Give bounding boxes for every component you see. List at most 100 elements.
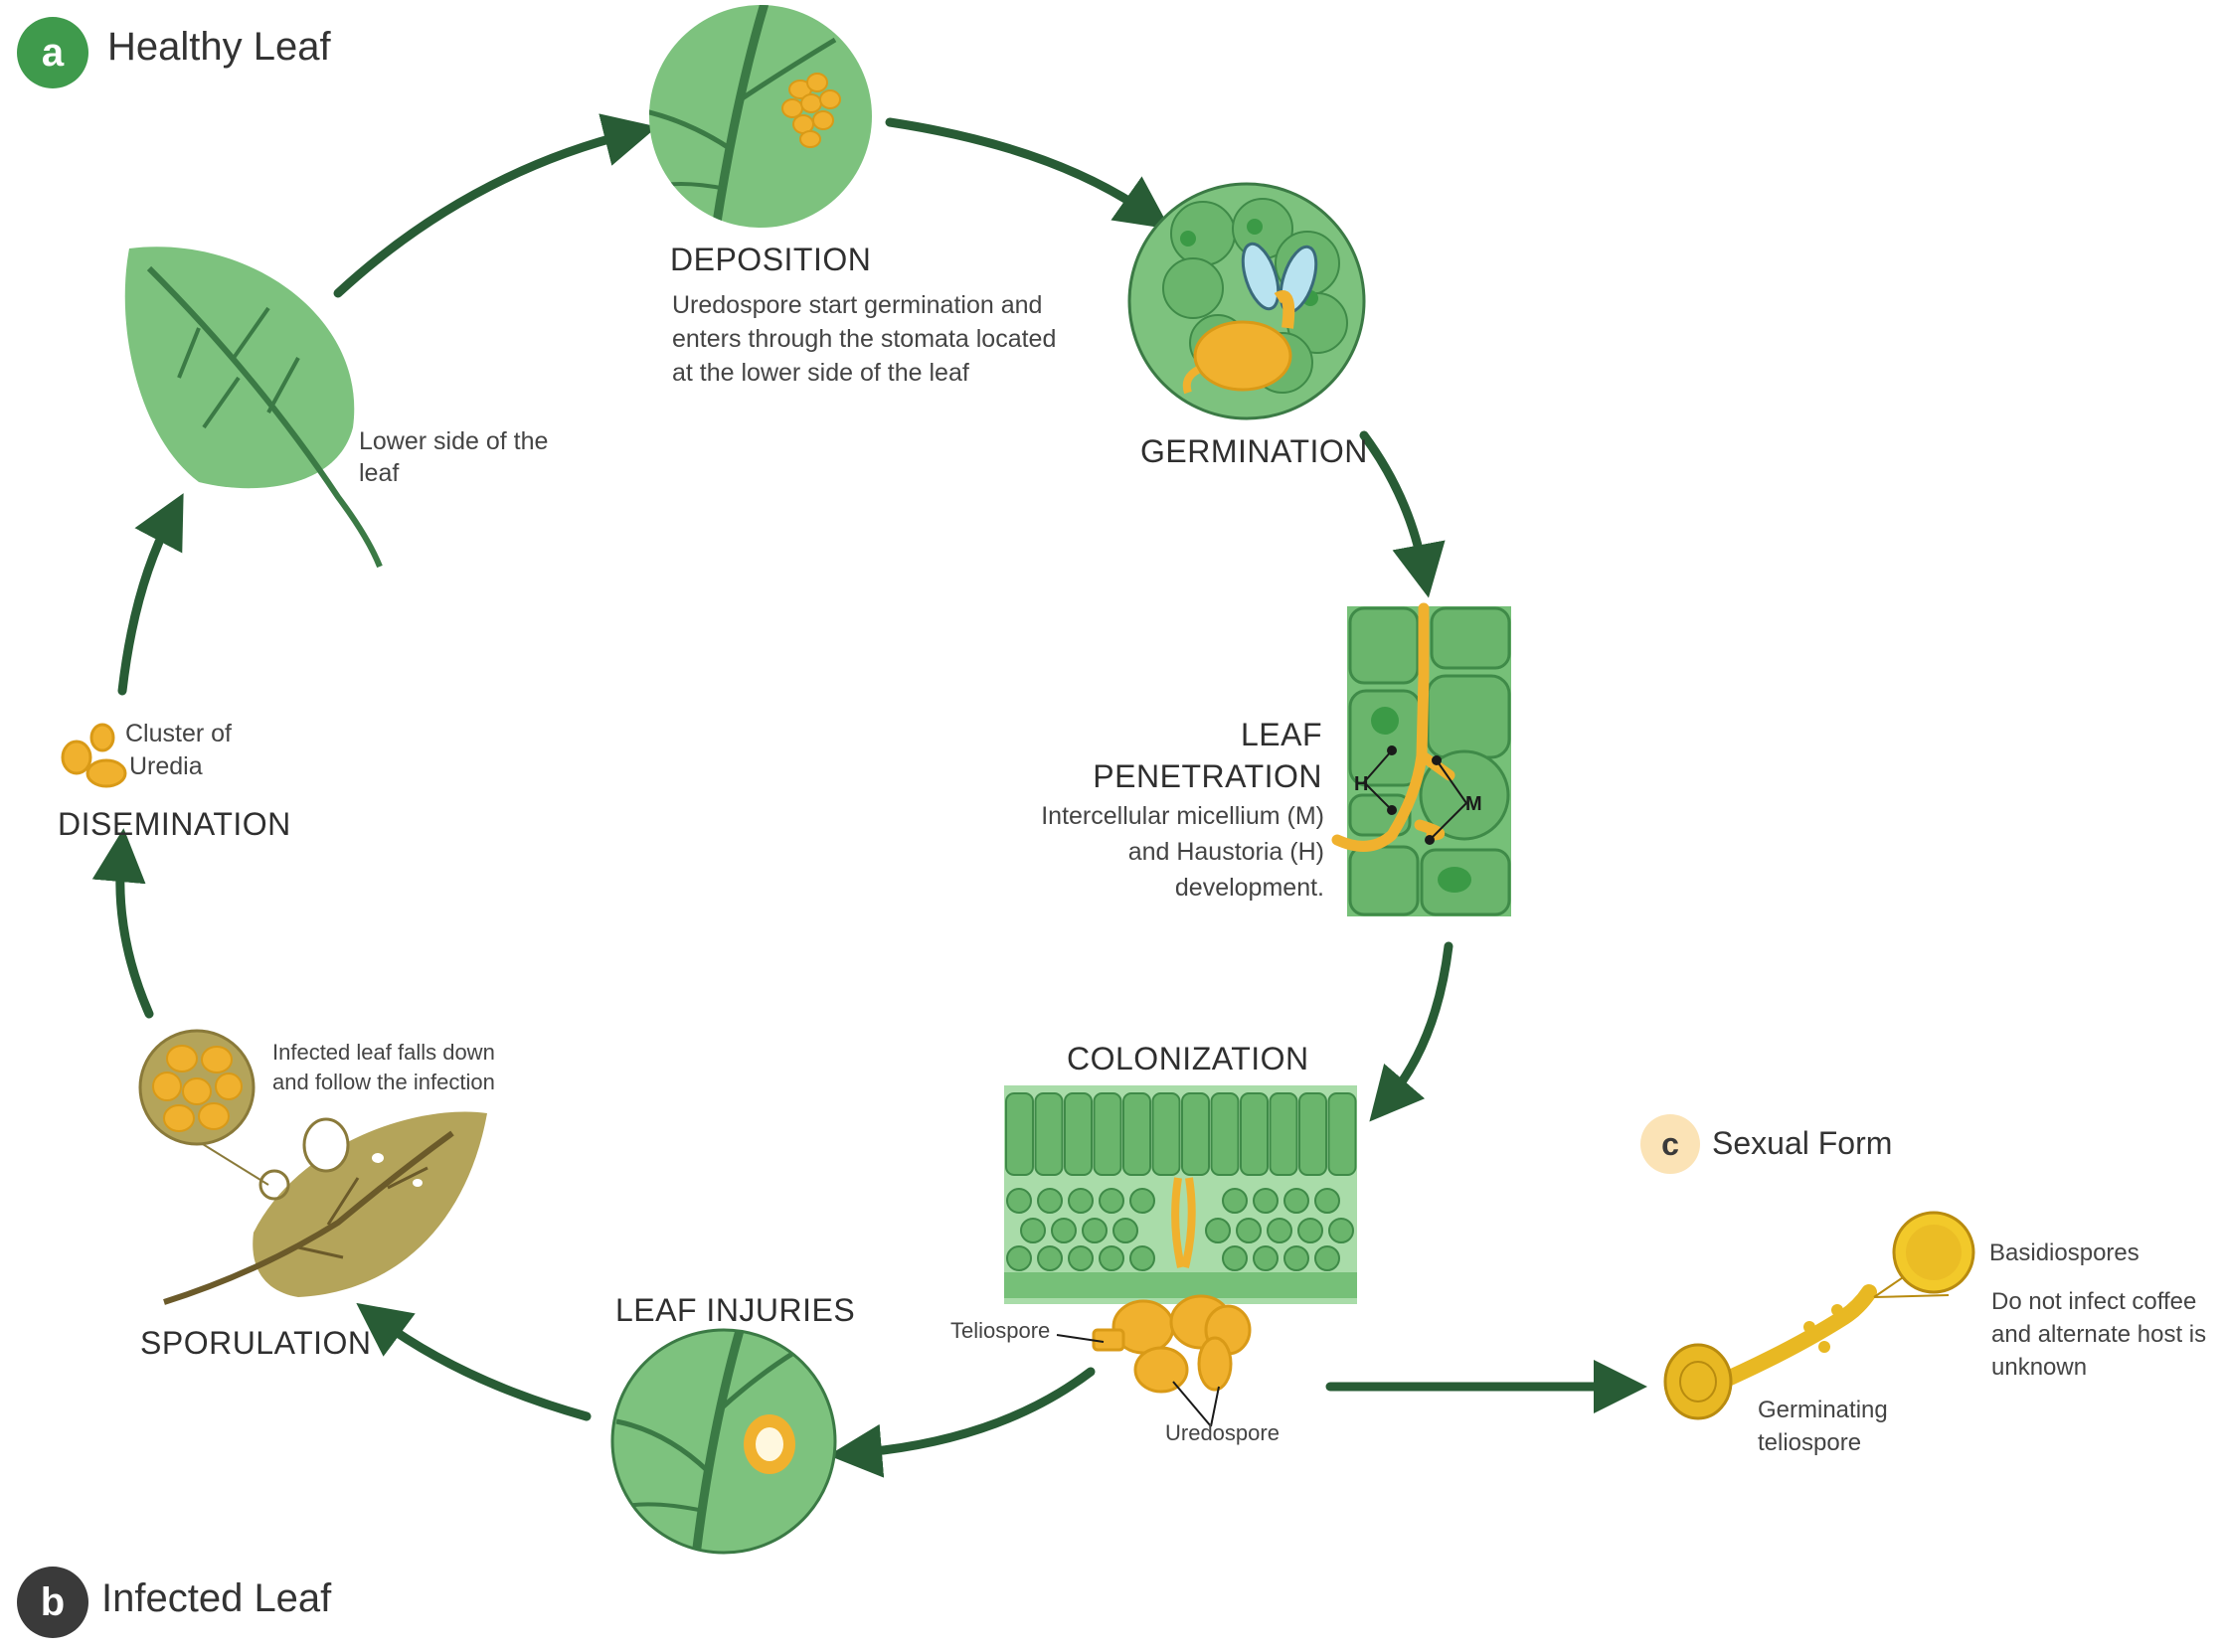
penetration-marker-m: M [1465,793,1482,815]
uredospore-label: Uredospore [1165,1420,1280,1445]
deposition-description: Uredospore start germination and enters … [672,288,1056,390]
arrow-sporulation-to-disemination [91,828,154,1019]
sporulation-note-line-2: and follow the infection [272,1070,495,1094]
section-a-badge: a [17,17,88,88]
stage-disemination-title: DISEMINATION [58,806,291,842]
palisade-cell [1093,1092,1122,1176]
spongy-cell [1082,1218,1108,1243]
spongy-cell [1314,1188,1340,1214]
spongy-cell [1037,1245,1063,1271]
spongy-cell [1297,1218,1323,1243]
spongy-cell [1253,1245,1279,1271]
basidiospores-note: Do not infect coffee and alternate host … [1991,1285,2206,1384]
stage-penetration-title: LEAF PENETRATION [1044,714,1322,797]
stage-germination-title: GERMINATION [1140,433,1368,469]
germinating-teliospore-label: Germinating teliospore [1758,1394,1888,1459]
penetration-illustration: H M [1331,602,1511,916]
spongy-cell [1099,1188,1124,1214]
section-c-title: Sexual Form [1712,1125,1893,1161]
section-b-title: Infected Leaf [101,1576,332,1620]
section-c-badge: c [1640,1114,1700,1174]
stage-colonization-title: COLONIZATION [1067,1041,1309,1076]
colonization-illustration [1004,1085,1357,1427]
sporulation-note-line-1: Infected leaf falls down [272,1040,495,1065]
spongy-cell [1112,1218,1138,1243]
palisade-cell [1240,1092,1269,1176]
penetration-desc-line-1: Intercellular micellium (M) [1041,802,1324,830]
penetration-marker-h: H [1354,773,1368,795]
spongy-cell [1267,1218,1292,1243]
palisade-cell [1122,1092,1151,1176]
palisade-cell [1269,1092,1298,1176]
section-b-badge: b [17,1567,88,1638]
stage-deposition-title: DEPOSITION [670,242,872,277]
penetration-description: Intercellular micellium (M) and Haustori… [974,798,1324,906]
deposition-desc-line-2: enters through the stomata located [672,325,1057,353]
palisade-cell [1327,1092,1357,1176]
palisade-cell [1005,1092,1034,1176]
palisade-cell [1210,1092,1240,1176]
spongy-cell [1037,1188,1063,1214]
spongy-cell [1068,1245,1094,1271]
spongy-cell [1068,1188,1094,1214]
germinating-label-line-1: Germinating [1758,1397,1888,1423]
stage-sporulation-title: SPORULATION [140,1325,372,1361]
sexual-form-illustration [1663,1211,1975,1420]
spongy-cell [1283,1188,1309,1214]
arrow-injuries-to-sporulation [356,1302,592,1421]
spongy-cell [1099,1245,1124,1271]
penetration-desc-line-3: development. [1174,874,1324,902]
germinating-label-line-2: teliospore [1758,1429,1862,1456]
basidiospores-note-line-2: and alternate host is [1991,1321,2207,1348]
spongy-cell [1006,1188,1032,1214]
deposition-desc-line-3: at the lower side of the leaf [672,359,969,387]
healthy-leaf-note: Lower side of the leaf [359,425,548,489]
penetration-title-line-1: LEAF [1240,717,1322,752]
basidiospores-label: Basidiospores [1989,1239,2139,1266]
cluster-label-line-2: Uredia [129,752,203,780]
arrow-penetration-to-colonization [1369,941,1453,1122]
penetration-title-line-2: PENETRATION [1093,758,1322,794]
healthy-leaf-note-line-2: leaf [359,459,400,487]
cluster-label-line-1: Cluster of [125,720,232,747]
leaf-injuries-illustration [610,1328,837,1555]
deposition-desc-line-1: Uredospore start germination and [672,291,1043,319]
palisade-cell [1151,1092,1181,1176]
palisade-cell [1034,1092,1064,1176]
deposition-illustration [649,5,872,228]
spongy-cell [1006,1245,1032,1271]
arrow-leaf-to-deposition [333,113,658,298]
spongy-cell [1129,1245,1155,1271]
spongy-cell [1253,1188,1279,1214]
healthy-leaf-illustration [124,247,383,569]
spongy-cell [1283,1245,1309,1271]
arrow-germination-to-penetration [1359,430,1446,598]
sporulation-note: Infected leaf falls down and follow the … [272,1038,495,1097]
arrow-deposition-to-germination [885,117,1171,230]
penetration-desc-line-2: and Haustoria (H) [1127,838,1324,866]
spongy-cell [1205,1218,1231,1243]
spongy-cell [1236,1218,1262,1243]
spongy-cell [1222,1188,1248,1214]
arrow-disemination-to-leaf [117,493,184,696]
basidiospores-note-line-3: unknown [1991,1354,2088,1381]
palisade-cell [1298,1092,1327,1176]
spongy-cell [1222,1245,1248,1271]
section-a-title: Healthy Leaf [107,25,331,69]
arrow-colonization-to-injuries [828,1367,1096,1478]
uredia-cluster-label: Cluster of Uredia [125,718,232,783]
stage-leaf-injuries-title: LEAF INJURIES [615,1292,856,1328]
spongy-cell [1020,1218,1046,1243]
germination-illustration [1127,182,1366,420]
sporulation-illustration [138,1029,487,1305]
teliospore-label: Teliospore [950,1318,1051,1343]
spongy-cell [1314,1245,1340,1271]
cycle-arrows [91,113,1647,1478]
basidiospores-note-line-1: Do not infect coffee [1991,1288,2197,1315]
uredia-cluster-illustration [61,723,127,788]
spongy-cell [1051,1218,1077,1243]
spongy-cell [1328,1218,1354,1243]
healthy-leaf-note-line-1: Lower side of the [359,427,549,455]
spongy-cell [1129,1188,1155,1214]
